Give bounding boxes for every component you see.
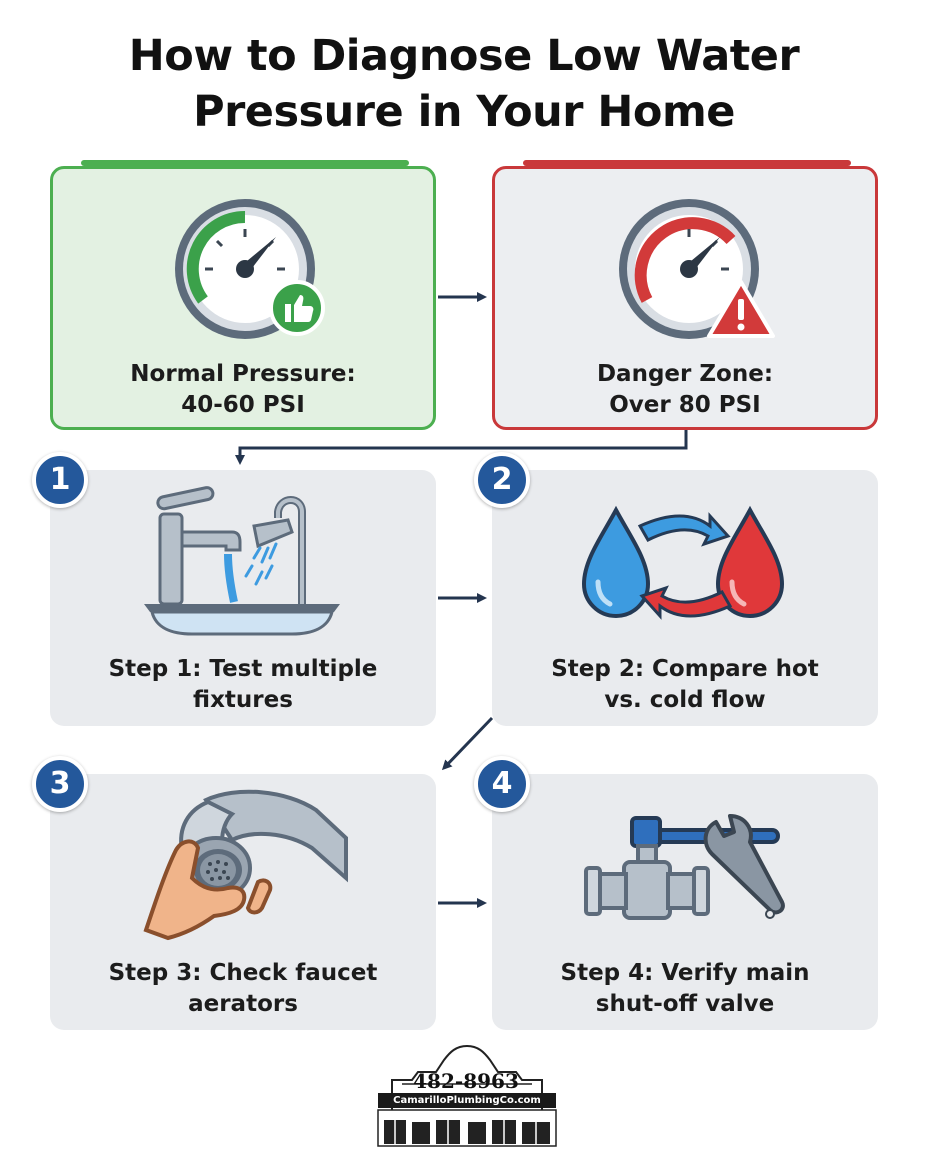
step-3-badge: 3 — [32, 756, 88, 812]
hot-cold-drops-icon — [581, 505, 785, 620]
step-3-line-2: aerators — [188, 991, 298, 1017]
step-2-line-2: vs. cold flow — [604, 687, 766, 713]
step-3-label: Step 3: Check faucet aerators — [50, 958, 436, 1020]
website-banner: CamarilloPlumbingCo.com — [378, 1093, 556, 1108]
step-1-line-2: fixtures — [193, 687, 293, 713]
step-4-card: Step 4: Verify main shut-off valve — [492, 774, 878, 1030]
danger-zone-label: Danger Zone: Over 80 PSI — [495, 359, 875, 421]
pressure-gauge-warning-icon — [619, 199, 775, 339]
normal-pressure-card: Normal Pressure: 40-60 PSI — [50, 160, 436, 430]
step-4-label: Step 4: Verify main shut-off valve — [492, 958, 878, 1020]
danger-zone-line-1: Danger Zone: — [596, 361, 774, 387]
danger-zone-card: Danger Zone: Over 80 PSI — [492, 160, 878, 430]
step-2-line-1: Step 2: Compare hot — [551, 656, 819, 682]
title-line-1: How to Diagnose Low Water — [128, 31, 800, 81]
normal-pressure-line-1: Normal Pressure: — [130, 361, 356, 387]
step-1-line-1: Step 1: Test multiple — [108, 656, 378, 682]
normal-pressure-label: Normal Pressure: 40-60 PSI — [53, 359, 433, 421]
faucet-shower-icon — [144, 486, 340, 636]
step-3-card: Step 3: Check faucet aerators — [50, 774, 436, 1030]
page-title: How to Diagnose Low Water Pressure in Yo… — [0, 28, 928, 140]
pressure-gauge-thumbs-up-icon — [175, 199, 325, 339]
normal-pressure-line-2: 40-60 PSI — [181, 392, 305, 418]
company-logo — [377, 1044, 557, 1147]
step-4-line-1: Step 4: Verify main — [560, 960, 810, 986]
step-2-badge: 2 — [474, 452, 530, 508]
step-3-line-1: Step 3: Check faucet — [108, 960, 378, 986]
step-4-badge: 4 — [474, 756, 530, 812]
step-1-badge: 1 — [32, 452, 88, 508]
step-2-card: Step 2: Compare hot vs. cold flow — [492, 470, 878, 726]
step-1-label: Step 1: Test multiple fixtures — [50, 654, 436, 716]
step-1-card: Step 1: Test multiple fixtures — [50, 470, 436, 726]
step-2-label: Step 2: Compare hot vs. cold flow — [492, 654, 878, 716]
arrow-step2-to-step3 — [441, 716, 494, 771]
danger-zone-line-2: Over 80 PSI — [609, 392, 761, 418]
title-line-2: Pressure in Your Home — [193, 87, 735, 137]
normal-top-bar — [81, 160, 409, 166]
faucet-aerator-icon — [143, 789, 348, 941]
shutoff-valve-wrench-icon — [584, 814, 785, 920]
arrow-danger-to-step1 — [235, 430, 688, 465]
danger-top-bar — [523, 160, 851, 166]
phone-number: 482-8963 — [413, 1069, 519, 1093]
step-4-line-2: shut-off valve — [595, 991, 775, 1017]
